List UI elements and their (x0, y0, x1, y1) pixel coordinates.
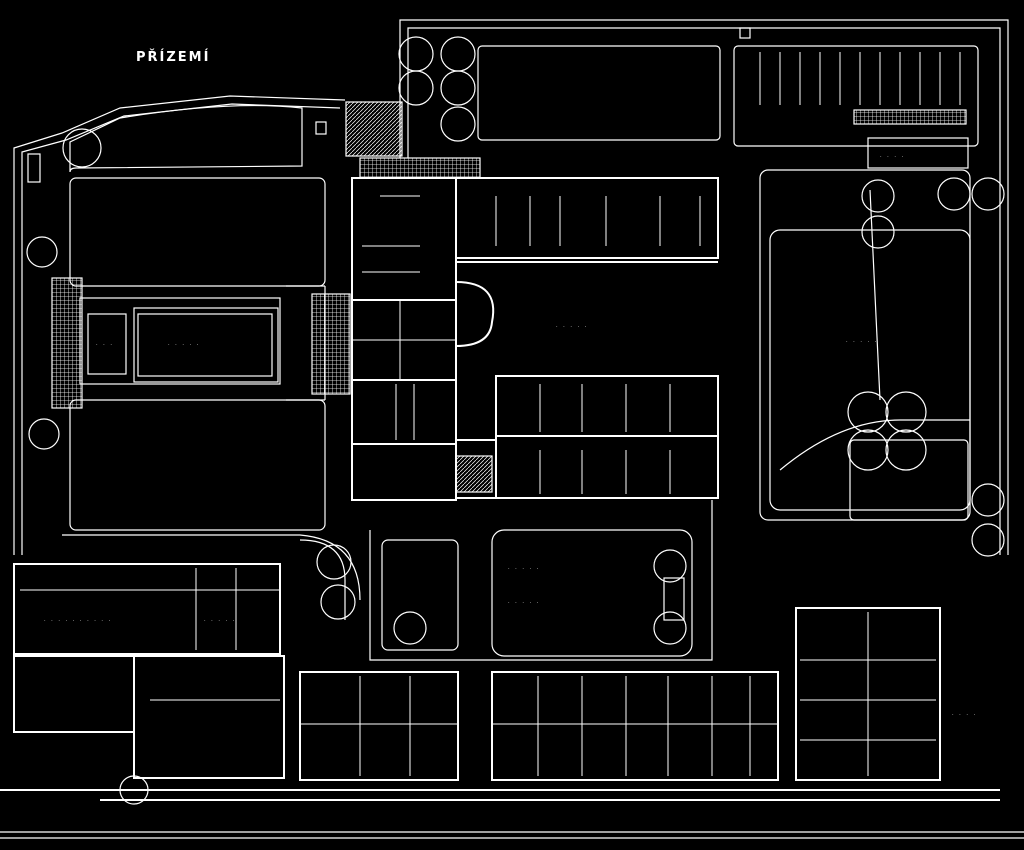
site-features (27, 27, 751, 183)
parking-stripes (759, 52, 961, 105)
plan-title: PŘÍZEMÍ (136, 50, 211, 65)
lower-wing-rooms (20, 568, 936, 776)
main-building (351, 177, 719, 501)
pool-terrace (79, 297, 281, 385)
svg-text:· · · · ·: · · · · · (846, 339, 878, 345)
garden-paths-left (62, 104, 361, 620)
room-labels: · · · · · · · · · · · · · · · · · · · · … (44, 154, 977, 718)
site-boundary (0, 19, 1024, 839)
svg-text:· · · · ·: · · · · · (508, 600, 540, 606)
lower-wing (0, 563, 1000, 801)
svg-text:· · · ·: · · · · (880, 154, 905, 160)
courtyards (369, 500, 713, 661)
svg-text:· · · · ·: · · · · · (508, 566, 540, 572)
hatched-elements (51, 101, 967, 493)
svg-text:· · · · ·: · · · · · (168, 342, 200, 348)
svg-text:· · · · ·: · · · · · (204, 618, 236, 624)
svg-text:· · · · · · · · · ·: · · · · · · · · · · (44, 618, 112, 624)
svg-text:· · ·: · · · (96, 342, 114, 348)
svg-text:· · · · ·: · · · · · (556, 324, 588, 330)
trees (26, 36, 1005, 805)
main-building-rooms (352, 195, 701, 494)
svg-text:· · · ·: · · · · (952, 712, 977, 718)
upper-right-courts (477, 45, 979, 521)
